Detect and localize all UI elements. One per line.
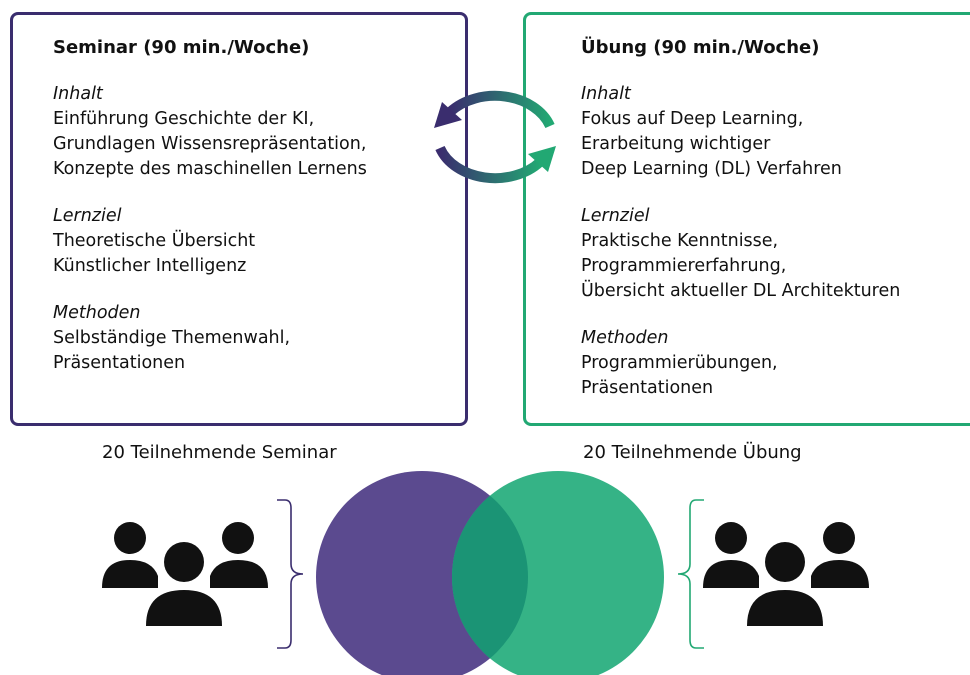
- uebung-box: Übung (90 min./Woche) Inhalt Fokus auf D…: [523, 12, 970, 426]
- section-line: Fokus auf Deep Learning,: [581, 109, 804, 129]
- bracket-right: [677, 499, 704, 649]
- people-group-icon: [102, 522, 268, 626]
- cycle-arc-bottom: [435, 145, 544, 184]
- seminar-title: Seminar (90 min./Woche): [53, 37, 310, 58]
- section-heading: Inhalt: [53, 84, 103, 104]
- uebung-participants-label: 20 Teilnehmende Übung: [583, 442, 802, 463]
- people-group-icon: [703, 522, 869, 626]
- arrowhead-right: [528, 146, 556, 172]
- uebung-section-methoden: Methoden Programmierübungen, Präsentatio…: [581, 326, 970, 401]
- uebung-section-inhalt: Inhalt Fokus auf Deep Learning, Erarbeit…: [581, 82, 970, 182]
- section-line: Praktische Kenntnisse,: [581, 231, 779, 251]
- section-line: Deep Learning (DL) Verfahren: [581, 159, 842, 179]
- section-line: Konzepte des maschinellen Lernens: [53, 159, 367, 179]
- uebung-section-lernziel: Lernziel Praktische Kenntnisse, Programm…: [581, 204, 970, 304]
- uebung-title: Übung (90 min./Woche): [581, 37, 820, 58]
- uebung-content: Übung (90 min./Woche) Inhalt Fokus auf D…: [581, 35, 970, 423]
- seminar-content: Seminar (90 min./Woche) Inhalt Einführun…: [53, 35, 459, 398]
- seminar-section-inhalt: Inhalt Einführung Geschichte der KI, Gru…: [53, 82, 459, 182]
- cycle-arc-top: [446, 90, 555, 129]
- section-heading: Lernziel: [581, 206, 650, 226]
- seminar-participants-label: 20 Teilnehmende Seminar: [102, 442, 337, 463]
- venn-diagram: [316, 471, 664, 675]
- section-line: Programmierübungen,: [581, 353, 778, 373]
- section-heading: Methoden: [53, 303, 141, 323]
- section-line: Einführung Geschichte der KI,: [53, 109, 315, 129]
- section-heading: Methoden: [581, 328, 669, 348]
- section-line: Präsentationen: [581, 378, 714, 398]
- section-line: Übersicht aktueller DL Architekturen: [581, 281, 901, 301]
- section-heading: Lernziel: [53, 206, 122, 226]
- section-line: Grundlagen Wissensrepräsentation,: [53, 134, 367, 154]
- section-line: Künstlicher Intelligenz: [53, 256, 247, 276]
- section-line: Präsentationen: [53, 353, 186, 373]
- seminar-section-methoden: Methoden Selbständige Themenwahl, Präsen…: [53, 301, 459, 376]
- venn-overlap: [452, 471, 528, 675]
- section-line: Selbständige Themenwahl,: [53, 328, 291, 348]
- seminar-box: Seminar (90 min./Woche) Inhalt Einführun…: [10, 12, 468, 426]
- cycle-arrows-icon: [434, 90, 556, 184]
- section-heading: Inhalt: [581, 84, 631, 104]
- arrowhead-left: [434, 102, 462, 128]
- seminar-section-lernziel: Lernziel Theoretische Übersicht Künstlic…: [53, 204, 459, 279]
- section-line: Erarbeitung wichtiger: [581, 134, 771, 154]
- bracket-left: [277, 499, 304, 649]
- section-line: Programmiererfahrung,: [581, 256, 787, 276]
- section-line: Theoretische Übersicht: [53, 231, 256, 251]
